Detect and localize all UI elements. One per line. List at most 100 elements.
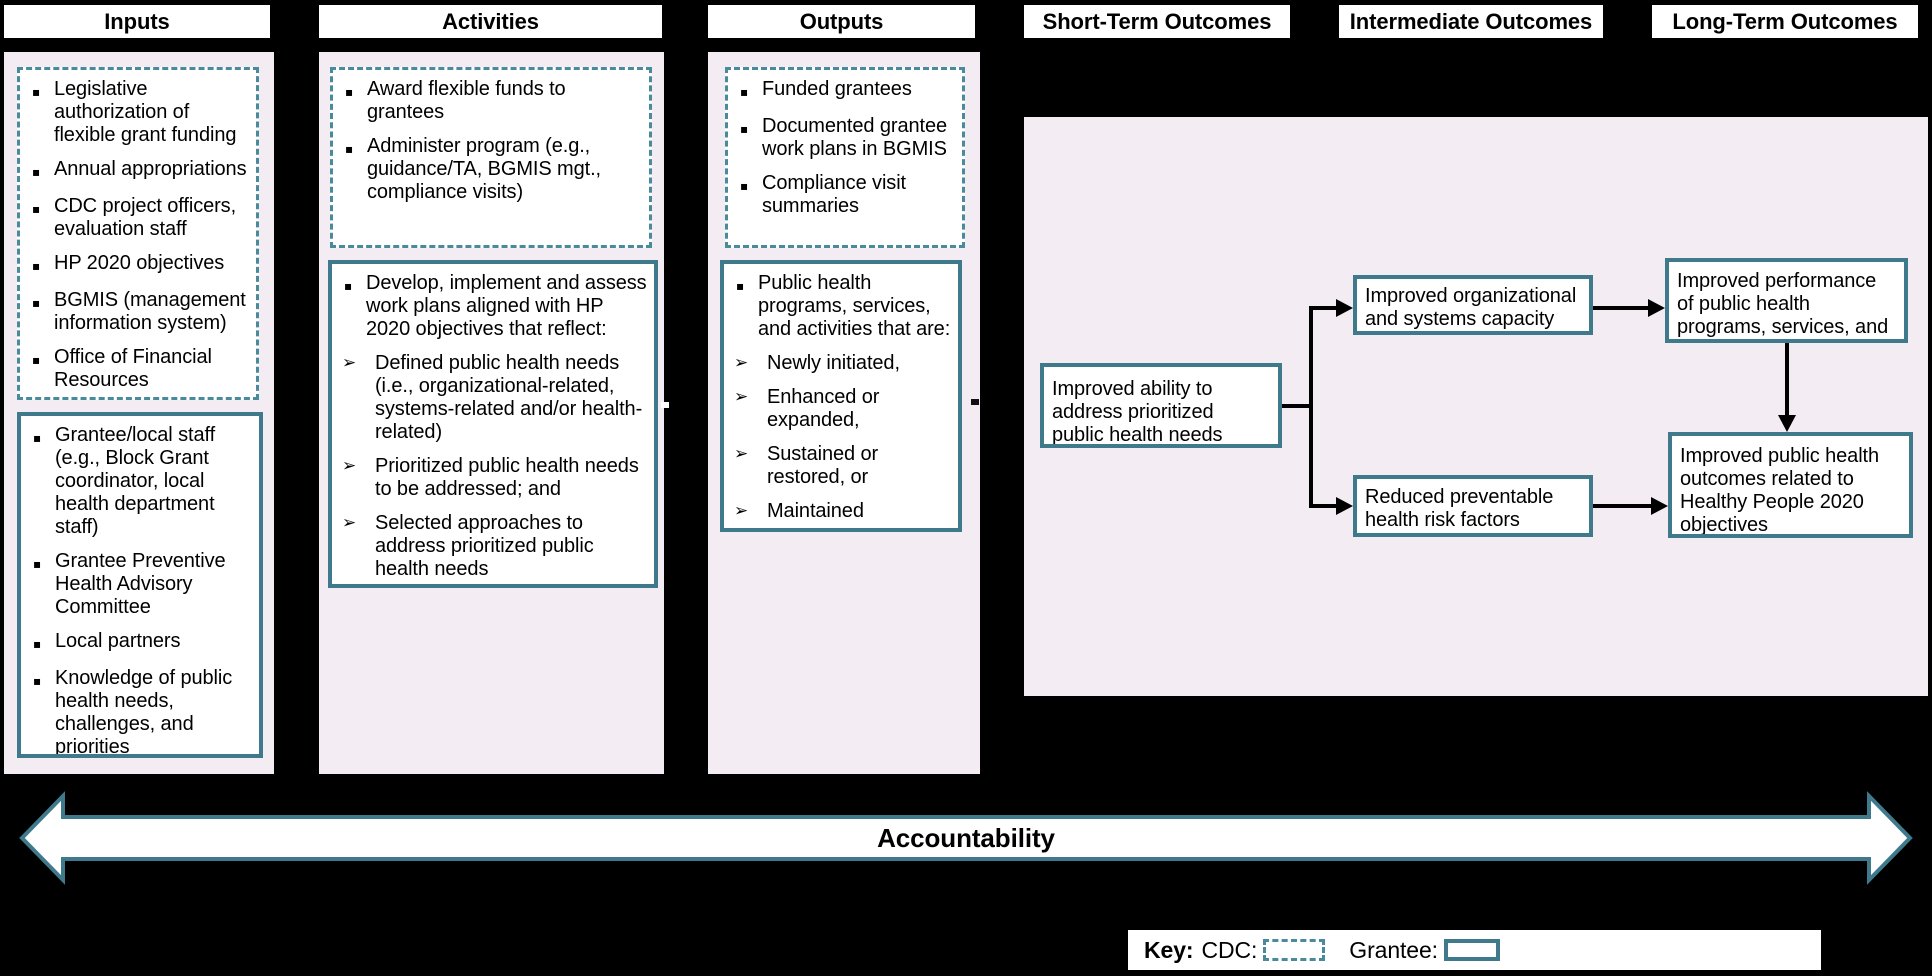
square-bullet-icon: ▪ [345, 142, 354, 156]
list-item: ▪ Public health programs, services, and a… [732, 272, 952, 341]
list-item-text: Knowledge of public health needs, challe… [55, 667, 233, 758]
accountability-label: Accountability [877, 823, 1055, 853]
column-header-activities: Activities [319, 5, 662, 38]
outputs-cdc-box: ▪ Funded grantees ▪ Documented grantee wor… [725, 67, 965, 248]
key-title: Key: [1144, 936, 1194, 963]
column-header-short-term-outcomes: Short-Term Outcomes [1024, 5, 1290, 38]
list-item: ➢Enhanced or expanded, [732, 386, 952, 432]
list-item-text: Local partners [55, 630, 181, 652]
list-item-text: Prioritized public health needs to be ad… [375, 455, 639, 500]
column-header-intermediate-outcomes: Intermediate Outcomes [1339, 5, 1603, 38]
inputs-cdc-list: ▪ Legislative authorization of flexible g… [20, 70, 256, 397]
activities-cdc-box: ▪ Award flexible funds to grantees ▪ Admin… [330, 67, 652, 248]
square-bullet-icon: ▪ [740, 85, 749, 99]
list-item-text: Annual appropriations [54, 158, 247, 180]
list-item-text: Funded grantees [762, 78, 912, 100]
arrowhead-right-icon [1336, 497, 1353, 515]
list-item: ▪CDC project officers, evaluation staff [28, 195, 250, 241]
list-item-text: Develop, implement and assess work plans… [366, 272, 647, 340]
square-bullet-icon: ▪ [32, 85, 41, 99]
list-item: ▪ Grantee/local staff (e.g., Block Grant … [29, 424, 253, 539]
square-bullet-icon: ▪ [32, 202, 41, 216]
list-item-text: Defined public health needs (i.e., organ… [375, 352, 643, 443]
long-term-outcome-box-1: Improved performance of public health pr… [1665, 258, 1908, 343]
list-item: ▪ Develop, implement and assess work plan… [340, 272, 648, 341]
list-item: ➢Newly initiated, [732, 352, 952, 375]
list-item-text: Selected approaches to address prioritiz… [375, 512, 594, 580]
arrow-bullet-icon: ➢ [734, 387, 749, 407]
key-grantee-solid-swatch [1443, 939, 1500, 961]
list-item-text: Documented grantee work plans in BGMIS [762, 115, 947, 160]
arrowhead-right-icon [1648, 299, 1665, 317]
list-item: ▪ Legislative authorization of flexible g… [28, 78, 250, 147]
outputs-cdc-list: ▪ Funded grantees ▪ Documented grantee wor… [728, 70, 962, 224]
key-cdc-label: CDC: [1201, 936, 1258, 963]
short-term-outcome-box: Improved ability to address prioritized … [1040, 363, 1282, 448]
column-header-inputs: Inputs [4, 5, 270, 38]
accountability-arrow [19, 791, 1913, 885]
square-bullet-icon: ▪ [344, 279, 353, 293]
intermediate-outcome-box-2: Reduced preventable health risk factors [1353, 475, 1593, 537]
arrowhead-down-icon [1778, 415, 1796, 432]
list-item-text: Administer program (e.g., guidance/TA, B… [367, 135, 601, 203]
square-bullet-icon: ▪ [33, 637, 42, 651]
activities-grantee-box: ▪ Develop, implement and assess work plan… [328, 260, 658, 588]
arrow-bullet-icon: ➢ [734, 501, 749, 521]
key-bar: Key: CDC: Grantee: [1128, 930, 1821, 970]
outputs-grantee-list: ▪ Public health programs, services, and a… [724, 264, 958, 528]
list-item: ▪ Annual appropriations [28, 158, 250, 184]
arrow-bullet-icon: ➢ [342, 353, 357, 373]
column-header-long-term-outcomes: Long-Term Outcomes [1652, 5, 1918, 38]
list-item: ▪Grantee Preventive Health Advisory Comm… [29, 550, 253, 619]
list-item: ➢ Defined public health needs (i.e., orga… [340, 352, 648, 444]
intermediate-outcome-box-1: Improved organizational and systems capa… [1353, 275, 1593, 335]
square-bullet-icon: ▪ [32, 259, 41, 273]
list-item: ▪ Funded grantees [736, 78, 956, 104]
square-bullet-icon: ▪ [33, 431, 42, 445]
list-item: ▪ Documented grantee work plans in BGMIS [736, 115, 956, 161]
activities-cdc-list: ▪ Award flexible funds to grantees ▪ Admin… [333, 70, 649, 210]
double-arrow-shape [19, 791, 1913, 885]
outputs-grantee-box: ▪ Public health programs, services, and a… [720, 260, 962, 532]
clipped-arrow-mark-outputs-outcomes [971, 399, 979, 405]
list-item-text: HP 2020 objectives [54, 252, 225, 274]
arrowhead-right-icon [1651, 497, 1668, 515]
arrow-bullet-icon: ➢ [342, 456, 357, 476]
square-bullet-icon: ▪ [740, 122, 749, 136]
arrow-bullet-icon: ➢ [734, 353, 749, 373]
list-item-text: Legislative authorization of flexible gr… [54, 78, 237, 146]
outcome-connectors [1282, 299, 1796, 515]
square-bullet-icon: ▪ [32, 296, 41, 310]
list-item: ▪Office of Financial Resources [28, 346, 250, 392]
list-item-text: Public health programs, services, and ac… [758, 272, 951, 340]
long-term-outcome-box-2: Improved public health outcomes related … [1668, 432, 1913, 538]
list-item: ▪ Award flexible funds to grantees [341, 78, 643, 124]
arrow-bullet-icon: ➢ [734, 444, 749, 464]
key-grantee-label: Grantee: [1349, 936, 1438, 963]
list-item-text: Grantee/local staff (e.g., Block Grant c… [55, 424, 216, 538]
list-item-text: Sustained or restored, or [767, 443, 879, 488]
list-item: ▪ Administer program (e.g., guidance/TA, … [341, 135, 643, 204]
square-bullet-icon: ▪ [33, 557, 42, 571]
list-item: ▪ Local partners [29, 630, 253, 656]
list-item: ➢ Sustained or restored, or [732, 443, 952, 489]
arrow-bullet-icon: ➢ [342, 513, 357, 533]
inputs-cdc-box: ▪ Legislative authorization of flexible g… [17, 67, 259, 400]
list-item: ▪ HP 2020 objectives [28, 252, 250, 278]
column-header-outputs: Outputs [708, 5, 975, 38]
square-bullet-icon: ▪ [345, 85, 354, 99]
list-item-text: BGMIS (management information system) [54, 289, 246, 334]
square-bullet-icon: ▪ [736, 279, 745, 293]
square-bullet-icon: ▪ [33, 674, 42, 688]
list-item: ➢Maintained [732, 500, 952, 523]
list-item: ▪ BGMIS (management information system) [28, 289, 250, 335]
square-bullet-icon: ▪ [740, 179, 749, 193]
list-item-text: Award flexible funds to grantees [367, 78, 566, 123]
list-item: ▪ Knowledge of public health needs, chall… [29, 667, 253, 758]
square-bullet-icon: ▪ [32, 165, 41, 179]
arrowhead-right-icon [1336, 299, 1353, 317]
list-item: ➢ Selected approaches to address prioriti… [340, 512, 648, 581]
list-item-text: Office of Financial Resources [54, 346, 212, 391]
clipped-arrow-mark-activities-outputs [661, 402, 669, 408]
